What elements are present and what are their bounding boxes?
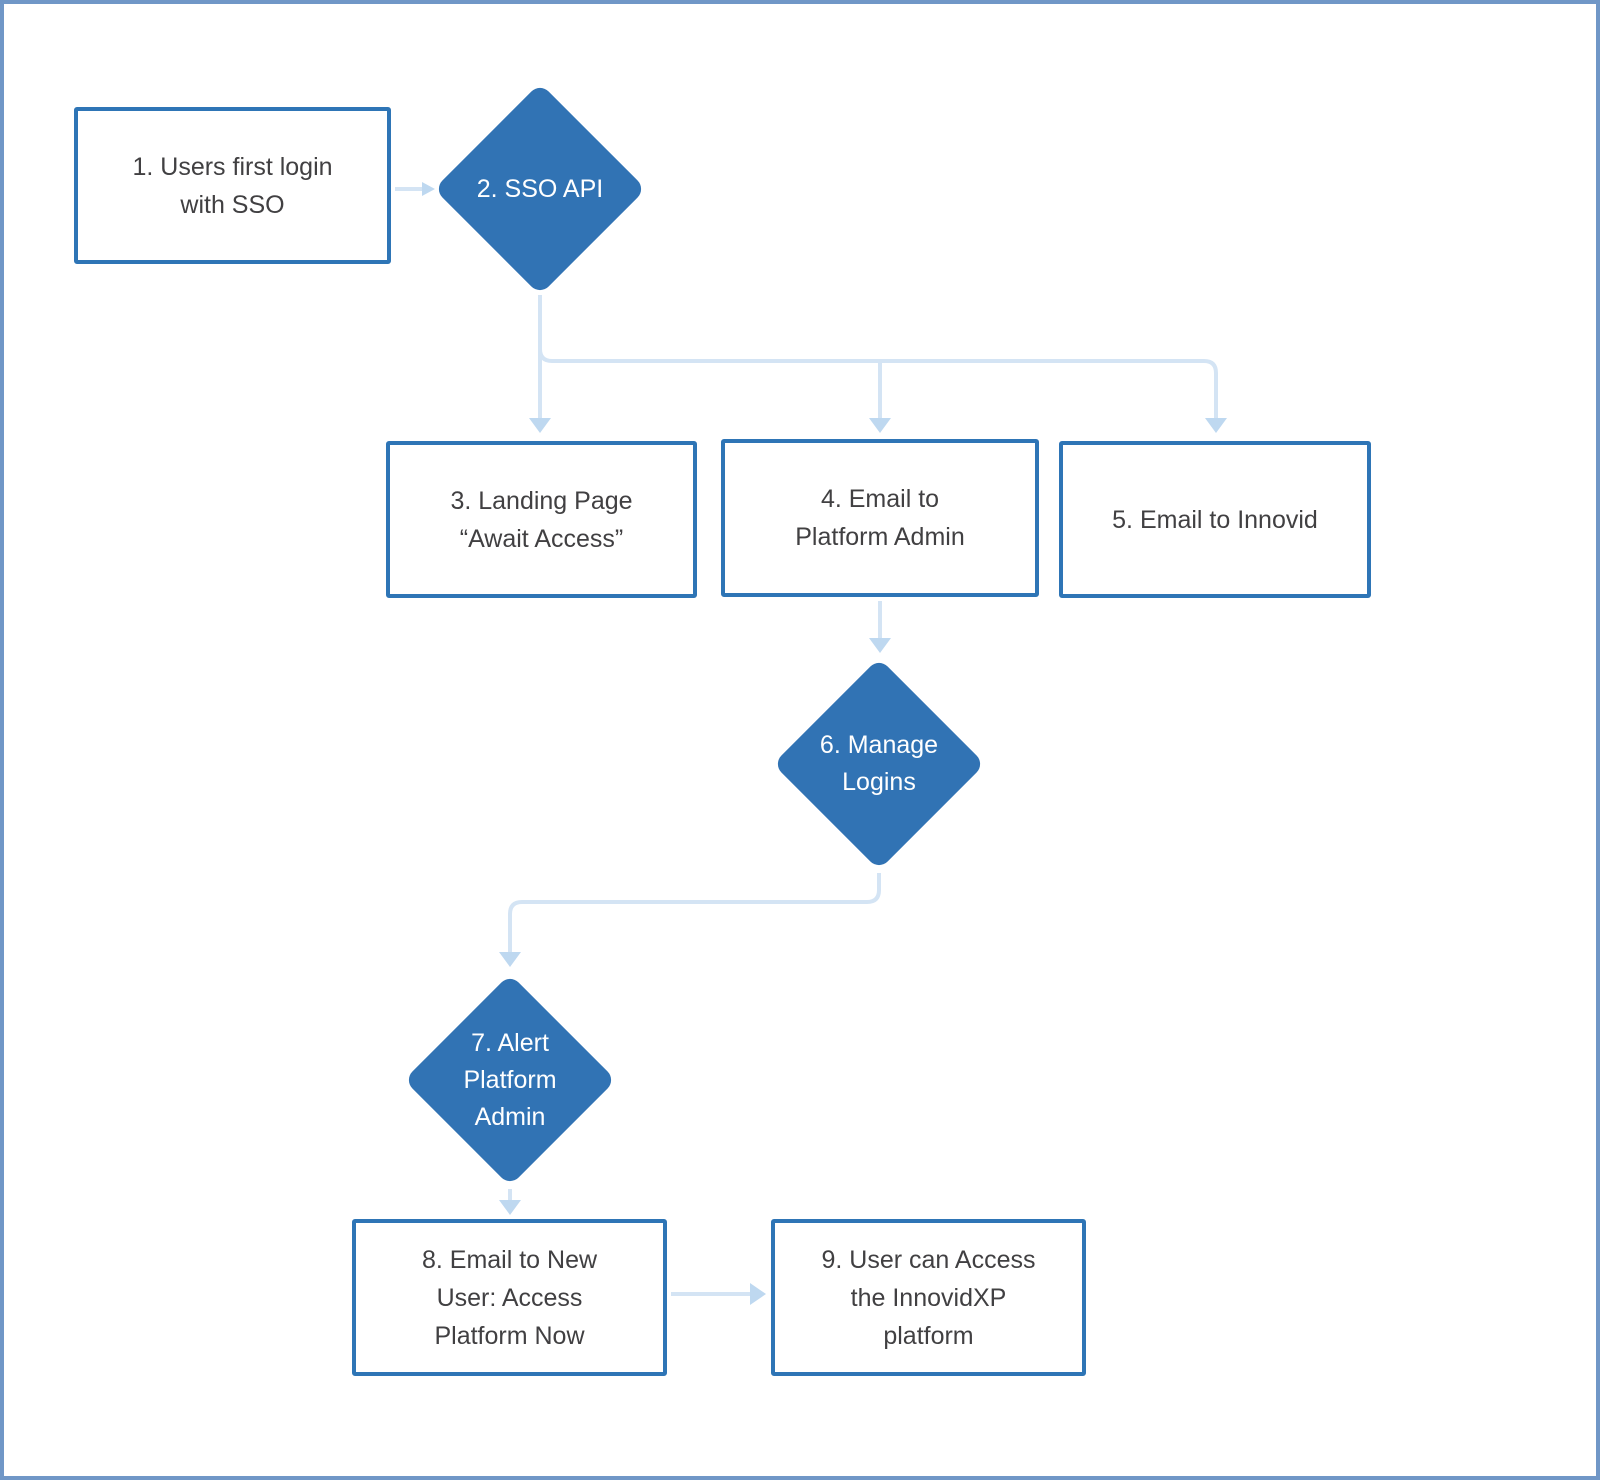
edge-2-3 bbox=[529, 295, 551, 433]
node-2-label: 2. SSO API bbox=[476, 174, 604, 203]
edge-7-8 bbox=[499, 1189, 521, 1215]
node-4-label: 4. Email to Platform Admin bbox=[795, 485, 965, 551]
node-9-user-can-access-platform: 9. User can Access the InnovidXP platfor… bbox=[771, 1219, 1086, 1376]
node-2-sso-api: 2. SSO API bbox=[433, 82, 647, 296]
node-7-label: 7. Alert Platform Admin bbox=[463, 1028, 557, 1131]
node-4-email-to-platform-admin: 4. Email to Platform Admin bbox=[721, 439, 1039, 597]
node-5-email-to-innovid: 5. Email to Innovid bbox=[1059, 441, 1371, 598]
edge-6-7 bbox=[499, 873, 881, 967]
connector-layer bbox=[395, 182, 1227, 1305]
node-9-label: 9. User can Access the InnovidXP platfor… bbox=[821, 1245, 1036, 1350]
node-5-label: 5. Email to Innovid bbox=[1112, 505, 1318, 534]
node-3-label: 3. Landing Page “Await Access” bbox=[450, 486, 633, 553]
node-1-users-first-login: 1. Users first login with SSO bbox=[74, 107, 391, 264]
node-7-alert-platform-admin: 7. Alert Platform Admin bbox=[403, 973, 617, 1187]
node-8-email-to-new-user: 8. Email to New User: Access Platform No… bbox=[352, 1219, 667, 1376]
edge-1-2 bbox=[395, 182, 435, 196]
edge-2-branch-line bbox=[538, 348, 1227, 433]
edge-2-4 bbox=[869, 361, 891, 433]
node-6-manage-logins: 6. Manage Logins bbox=[772, 657, 986, 871]
node-1-label: 1. Users first login with SSO bbox=[132, 152, 333, 219]
edge-8-9 bbox=[671, 1283, 766, 1305]
node-3-landing-page-await-access: 3. Landing Page “Await Access” bbox=[386, 441, 697, 598]
node-8-label: 8. Email to New User: Access Platform No… bbox=[421, 1245, 598, 1350]
edge-4-6 bbox=[869, 601, 891, 653]
node-6-label: 6. Manage Logins bbox=[819, 731, 939, 796]
